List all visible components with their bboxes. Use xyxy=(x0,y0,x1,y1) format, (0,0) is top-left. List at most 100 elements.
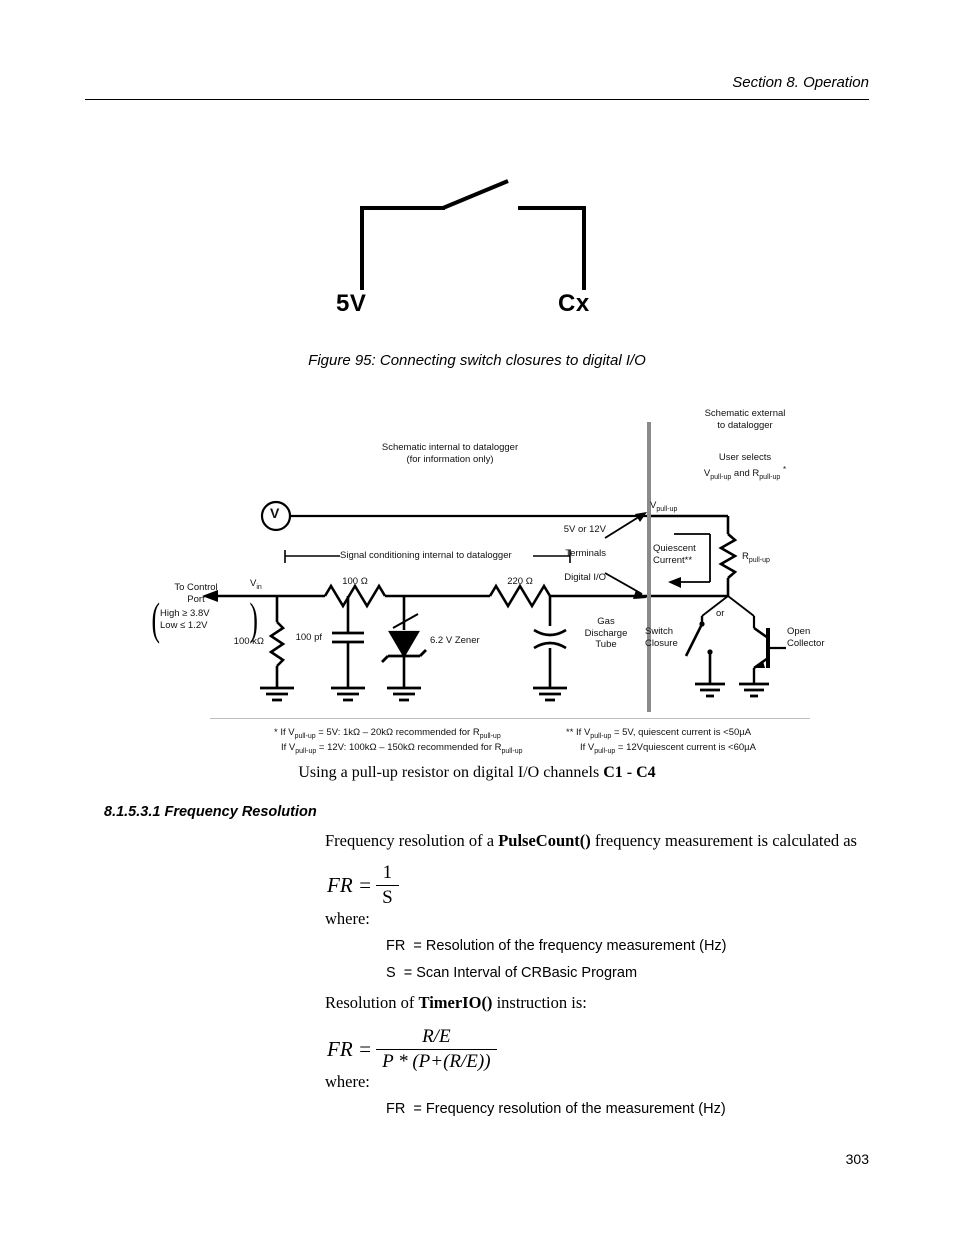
figure-pullup-schematic: Schematic internal to datalogger (for in… xyxy=(150,400,850,760)
footnote2-c: If V xyxy=(580,742,595,754)
formula1-denominator: S xyxy=(376,885,399,909)
footnote2-sub2: pull-up xyxy=(594,748,616,756)
quiescent-line1: Quiescent xyxy=(653,543,696,554)
footnote1-sub1: pull-up xyxy=(294,732,316,740)
external-note-line1: Schematic external xyxy=(704,408,786,419)
internal-external-divider xyxy=(647,422,651,712)
definition-s: S = Scan Interval of CRBasic Program xyxy=(386,965,638,981)
internal-note-line2: (for information only) xyxy=(406,453,494,465)
capacitor-100pf-label: 100 pf xyxy=(295,632,322,643)
v-meter-label: V xyxy=(270,505,280,521)
terminals-label: Terminals xyxy=(565,548,606,559)
open-collector-label: Open Collector xyxy=(787,626,825,649)
header-divider xyxy=(85,99,869,100)
footnote1-sub4: pull-up xyxy=(501,748,523,756)
where-label-1: where: xyxy=(325,909,370,928)
para2-instruction: TimerIO() xyxy=(418,993,493,1012)
user-selects-note: User selects Vpull-up and Rpull-up * xyxy=(650,452,840,483)
zener-label: 6.2 V Zener xyxy=(430,635,480,646)
terminal-voltage-label: 5V or 12V xyxy=(563,524,606,535)
footnote2-a: ** If V xyxy=(566,727,591,738)
formula1-lhs: FR = xyxy=(327,873,373,897)
rpullup-node-sub: pull-up xyxy=(748,556,770,564)
digital-io-label: Digital I/O xyxy=(564,572,606,583)
section-heading: 8.1.5.3.1 Frequency Resolution xyxy=(104,804,317,820)
gas-discharge-tube-label: Gas Discharge Tube xyxy=(570,616,642,651)
switch-closure-schematic xyxy=(360,179,586,290)
gas-tube-line2: Discharge xyxy=(584,627,628,639)
figure2-caption-channels: C1 - C4 xyxy=(603,764,656,781)
footnote2-d: = 12Vquiescent current is <60µA xyxy=(615,742,756,754)
gas-tube-line1: Gas xyxy=(597,616,615,627)
vin-text: V xyxy=(250,578,257,589)
control-port-line1: To Control xyxy=(174,582,218,593)
control-port-brace-left: ( xyxy=(151,593,160,644)
para2-post: instruction is: xyxy=(492,993,587,1012)
definition-fr-2: FR = Frequency resolution of the measure… xyxy=(386,1101,726,1117)
vpullup-node-label: Vpull-up xyxy=(650,500,678,513)
schematic-external-note: Schematic external to datalogger xyxy=(655,408,835,431)
footnote1-c: If V xyxy=(281,742,296,754)
footnote2-b: = 5V, quiescent current is <50µA xyxy=(611,727,752,738)
footnote-resistor: * If Vpull-up = 5V: 1kΩ – 20kΩ recommend… xyxy=(274,727,523,758)
footnote1-b: = 5V: 1kΩ – 20kΩ recommended for R xyxy=(315,727,480,738)
switch-closure-label: Switch Closure xyxy=(645,626,678,649)
figure2-footnote-divider xyxy=(210,718,810,719)
footnote1-a: * If V xyxy=(274,727,295,738)
schematic-internal-note: Schematic internal to datalogger (for in… xyxy=(320,442,580,465)
page-number: 303 xyxy=(845,1151,869,1167)
formula-fr-1: FR = 1 S xyxy=(327,862,399,909)
user-selects-line2: Vpull-up and Rpull-up * xyxy=(703,464,787,481)
para1-pre: Frequency resolution of a xyxy=(325,831,499,850)
footnote2-sub1: pull-up xyxy=(590,732,612,740)
figure1-caption: Figure 95: Connecting switch closures to… xyxy=(308,352,646,369)
formula2-numerator: R/E xyxy=(422,1026,451,1047)
para2-pre: Resolution of xyxy=(325,993,419,1012)
gas-tube-line3: Tube xyxy=(595,639,617,650)
rpullup-sub: pull-up xyxy=(759,473,781,481)
control-high-level: High ≥ 3.8V xyxy=(160,608,210,619)
pullup-circuit-drawing xyxy=(202,500,786,702)
formula1-fraction: 1 S xyxy=(376,862,399,909)
formula2-fraction: R/E P * (P+(R/E)) xyxy=(376,1026,497,1073)
to-control-port-label: To Control Port xyxy=(142,582,250,605)
rpullup-label: Rpull-up xyxy=(742,551,770,564)
vin-sub: in xyxy=(256,583,262,591)
paragraph-frequency-resolution: Frequency resolution of a PulseCount() f… xyxy=(325,831,857,851)
figure2-caption: Using a pull-up resistor on digital I/O … xyxy=(85,764,869,782)
switch-closure-line1: Switch xyxy=(645,626,673,637)
definition-fr-1: FR = Resolution of the frequency measure… xyxy=(386,938,727,954)
formula2-denominator: P * (P+(R/E)) xyxy=(376,1049,497,1073)
figure1-label-cx: Cx xyxy=(558,290,590,317)
internal-note-line1: Schematic internal to datalogger xyxy=(381,442,519,453)
resistor-220ohm-label: 220 Ω xyxy=(507,576,533,587)
control-port-line2: Port xyxy=(187,593,205,605)
control-low-level: Low ≤ 1.2V xyxy=(160,619,208,631)
user-selects-line1: User selects xyxy=(718,452,772,463)
para1-instruction: PulseCount() xyxy=(498,831,591,850)
footnote1-sub3: pull-up xyxy=(295,748,317,756)
resistor-100ohm-label: 100 Ω xyxy=(342,576,368,587)
or-label: or xyxy=(716,608,725,619)
formula1-numerator: 1 xyxy=(382,862,393,883)
para1-post: frequency measurement is calculated as xyxy=(590,831,857,850)
asterisk-ref: * xyxy=(782,464,787,474)
open-collector-line2: Collector xyxy=(787,637,825,649)
resistor-100kohm-label: 100 kΩ xyxy=(233,636,264,647)
vpullup-node-sub: pull-up xyxy=(656,505,678,513)
quiescent-line2: Current** xyxy=(653,554,693,566)
figure2-caption-text: Using a pull-up resistor on digital I/O … xyxy=(298,764,604,781)
open-collector-line1: Open xyxy=(787,626,811,637)
figure-switch-closure: 5V Cx xyxy=(330,168,630,333)
signal-conditioning-label: Signal conditioning internal to datalogg… xyxy=(340,550,512,561)
control-port-levels: High ≥ 3.8V Low ≤ 1.2V xyxy=(160,608,210,631)
switch-closure-line2: Closure xyxy=(645,637,678,649)
page-header-section: Section 8. Operation xyxy=(732,74,869,91)
formula2-lhs: FR = xyxy=(327,1037,373,1061)
figure1-label-5v: 5V xyxy=(336,290,367,317)
footnote1-sub2: pull-up xyxy=(479,732,501,740)
v-meter-text: V xyxy=(270,505,280,521)
footnote1-d: = 12V: 100kΩ – 150kΩ recommended for R xyxy=(316,742,502,754)
footnote-quiescent: ** If Vpull-up = 5V, quiescent current i… xyxy=(566,727,756,758)
